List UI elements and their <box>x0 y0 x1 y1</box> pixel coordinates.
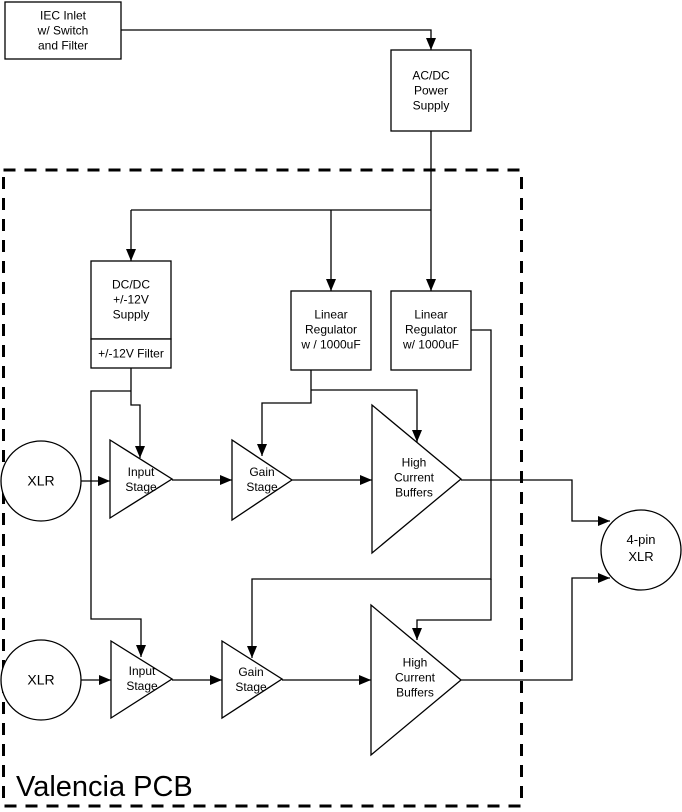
wire-buffers-1-to-output-xlr <box>461 479 610 526</box>
gain-stage-2-label: Gain Stage <box>235 665 267 694</box>
wire-linreg2-to-buffers-2 <box>412 579 492 640</box>
input-stage-1-triangle <box>109 438 174 520</box>
valencia-pcb-boundary <box>2 168 523 808</box>
buffers-2-label: High Current Buffers <box>394 655 436 700</box>
linear-regulator-1-label: Linear Regulator w / 1000uF <box>301 307 361 352</box>
wire-iec-to-acdc <box>121 29 436 50</box>
wire-filter-to-input-stage-1 <box>130 368 145 458</box>
gain-stage-2-triangle <box>221 639 284 720</box>
acdc-supply-label: AC/DC Power Supply <box>412 68 450 113</box>
buffers-1-label: High Current Buffers <box>393 455 435 500</box>
xlr-input-2-connector <box>0 639 82 721</box>
buffers-1-triangle <box>371 403 463 555</box>
iec-inlet-label: IEC Inlet w/ Switch and Filter <box>37 8 89 53</box>
xlr-input-2-label: XLR <box>27 671 55 688</box>
gain-stage-1-triangle <box>231 438 294 522</box>
input-stage-2-triangle <box>110 639 174 720</box>
acdc-supply-box <box>390 49 472 132</box>
input-stage-2-label: Input Stage <box>126 664 158 693</box>
iec-inlet-box <box>4 1 122 60</box>
wire-linreg1-to-gain-stage-1 <box>257 370 312 456</box>
linear-regulator-2-box <box>390 290 472 371</box>
dcdc-supply-label: DC/DC +/-12V Supply <box>112 277 150 322</box>
dcdc-supply-box <box>90 260 172 340</box>
wire-buffers-2-to-output-xlr <box>461 573 610 681</box>
dcdc-filter-box <box>90 338 172 369</box>
xlr-input-1-connector <box>0 440 82 522</box>
board-title: Valencia PCB <box>16 771 193 803</box>
wire-filter-to-input-stage-2 <box>90 390 146 657</box>
buffers-2-triangle <box>370 603 463 757</box>
xlr-input-1-label: XLR <box>27 472 55 489</box>
gain-stage-1-label: Gain Stage <box>246 465 278 494</box>
linear-regulator-2-label: Linear Regulator w/ 1000uF <box>402 307 460 352</box>
xlr-output-label: 4-pin XLR <box>626 532 656 564</box>
linear-regulator-1-box <box>290 290 372 371</box>
dcdc-filter-label: +/-12V Filter <box>98 346 164 361</box>
xlr-output-connector <box>600 509 682 591</box>
input-stage-1-label: Input Stage <box>125 465 157 494</box>
wire-linreg1-to-buffers-1 <box>311 389 422 442</box>
